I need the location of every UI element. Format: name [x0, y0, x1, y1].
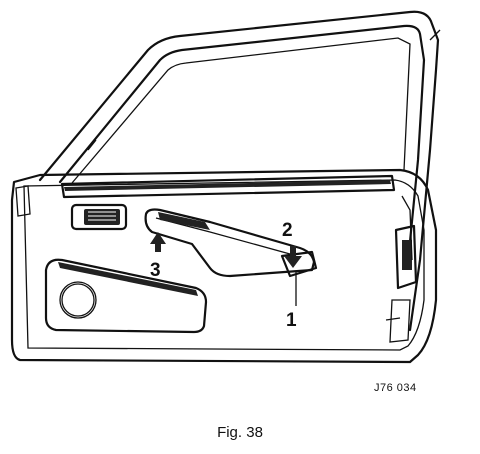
armrest-handle [144, 208, 318, 278]
callout-3: 3 [150, 260, 161, 281]
reference-code: J76 034 [374, 382, 417, 394]
door-panel [10, 168, 438, 364]
lock-recess [70, 203, 128, 231]
figure-caption: Fig. 38 [217, 424, 263, 441]
arrow-down-icon [284, 246, 302, 268]
callout-1: 1 [286, 310, 297, 331]
speaker-panel [44, 258, 208, 334]
door-latch [385, 195, 418, 343]
arrow-up-icon [150, 232, 166, 252]
window-frame [38, 10, 441, 332]
callout-2: 2 [282, 220, 293, 241]
